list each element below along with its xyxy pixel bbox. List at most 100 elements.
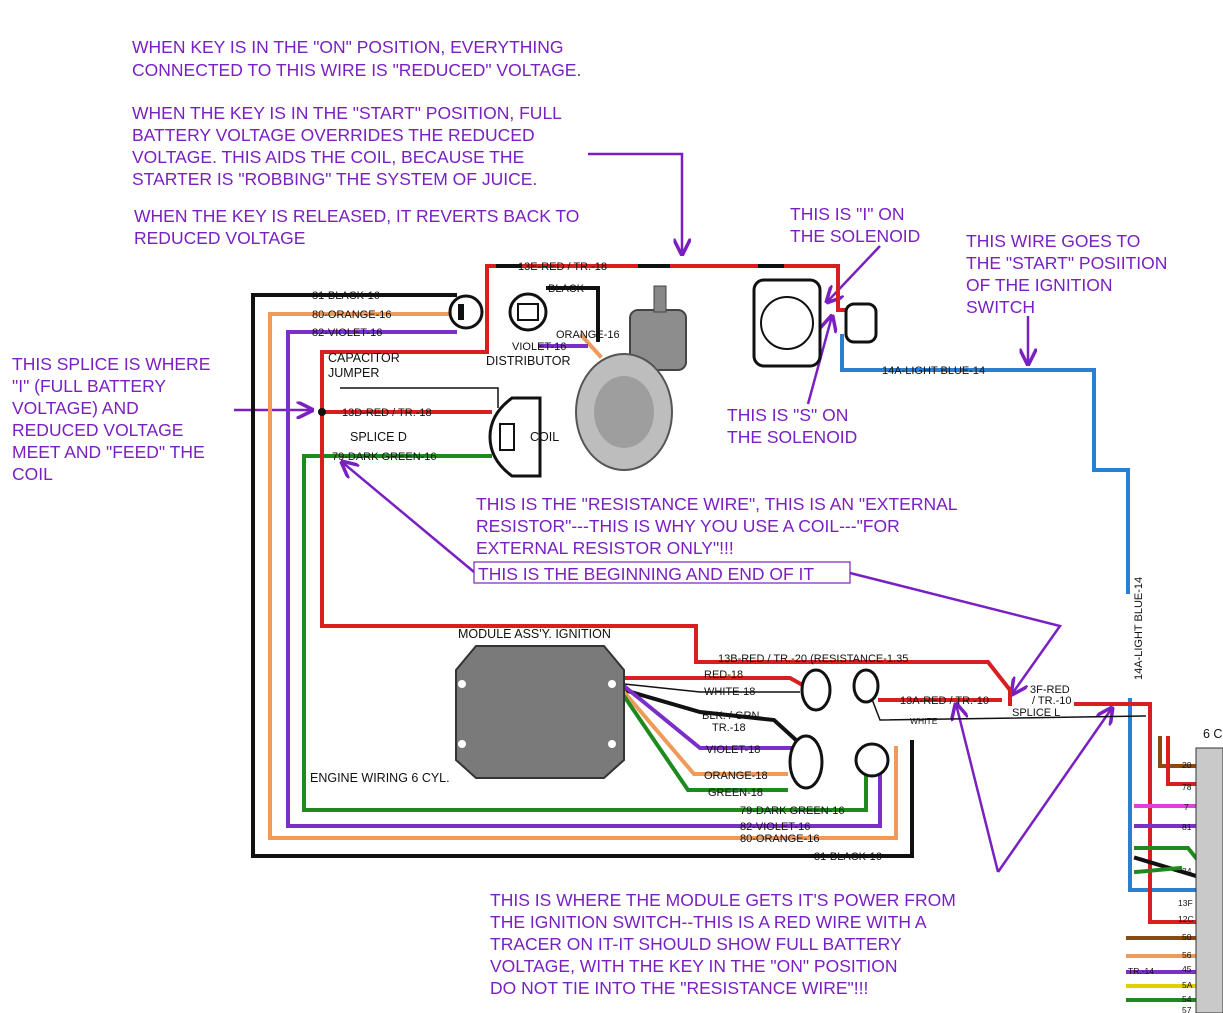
wire-green-18: [621, 693, 788, 792]
svg-text:THIS IS THE "RESISTANCE WIRE",: THIS IS THE "RESISTANCE WIRE", THIS IS A…: [476, 494, 958, 514]
wire-orange-18: [621, 689, 788, 776]
svg-text:VIOLET-16: VIOLET-16: [512, 341, 566, 353]
svg-text:THE SOLENOID: THE SOLENOID: [727, 427, 857, 447]
svg-text:ORANGE-18: ORANGE-18: [704, 770, 768, 782]
connector-pin-labels: 6 C 20 78 7 81 34 13F 12C 50 56 TR.-14 4…: [1128, 727, 1222, 1013]
svg-text:82-VIOLET-16: 82-VIOLET-16: [740, 821, 810, 833]
svg-text:56: 56: [1182, 950, 1192, 960]
svg-text:6 C: 6 C: [1203, 727, 1222, 741]
svg-text:OF THE IGNITION: OF THE IGNITION: [966, 275, 1113, 295]
svg-text:81: 81: [1182, 822, 1192, 832]
svg-text:WHITE: WHITE: [910, 716, 938, 726]
svg-text:14A-LIGHT BLUE-14: 14A-LIGHT BLUE-14: [1133, 577, 1145, 680]
svg-text:12C: 12C: [1178, 914, 1194, 924]
connector-plug-top: [448, 294, 484, 330]
svg-text:THIS IS WHERE THE MODULE GETS: THIS IS WHERE THE MODULE GETS IT'S POWER…: [490, 890, 956, 910]
svg-text:THE SOLENOID: THE SOLENOID: [790, 226, 920, 246]
annotation-arrows: [234, 152, 1112, 873]
wire-14a-light-blue: [840, 334, 1130, 594]
svg-text:VOLTAGE. THIS AIDS THE COIL, B: VOLTAGE. THIS AIDS THE COIL, BECAUSE THE: [132, 147, 524, 167]
svg-text:80-ORANGE-16: 80-ORANGE-16: [740, 833, 819, 845]
wire-14a-lower: [1128, 698, 1198, 892]
svg-text:VOLTAGE, WITH THE KEY IN THE ": VOLTAGE, WITH THE KEY IN THE "ON" POSITI…: [490, 956, 898, 976]
svg-text:13F: 13F: [1178, 898, 1193, 908]
component-labels: CAPACITOR JUMPER DISTRIBUTOR COIL SPLICE…: [310, 351, 1060, 785]
svg-text:78: 78: [1182, 782, 1192, 792]
note-module-power: THIS IS WHERE THE MODULE GETS IT'S POWER…: [490, 890, 956, 998]
svg-text:THIS WIRE GOES TO: THIS WIRE GOES TO: [966, 231, 1140, 251]
svg-text:JUMPER: JUMPER: [328, 366, 379, 380]
arrow-to-resistance-end: [849, 571, 1063, 694]
wire-3f-red: [1074, 702, 1198, 924]
svg-text:79-DARK GREEN-16: 79-DARK GREEN-16: [332, 451, 437, 463]
svg-text:3F-RED: 3F-RED: [1030, 684, 1070, 696]
note-key-on: WHEN KEY IS IN THE "ON" POSITION, EVERYT…: [132, 37, 581, 80]
svg-text:VIOLET-18: VIOLET-18: [706, 744, 760, 756]
svg-text:54: 54: [1182, 994, 1192, 1004]
starter-solenoid: [752, 278, 878, 368]
svg-text:13D-RED / TR.-18: 13D-RED / TR.-18: [342, 407, 432, 419]
svg-text:TRACER ON IT-IT SHOULD SHOW FU: TRACER ON IT-IT SHOULD SHOW FULL BATTERY: [490, 934, 902, 954]
wire-81-black: [251, 293, 914, 858]
note-s-solenoid: THIS IS "S" ON THE SOLENOID: [727, 405, 857, 447]
svg-text:COIL: COIL: [12, 464, 53, 484]
module-connector-2: [852, 668, 880, 704]
svg-text:7: 7: [1184, 802, 1189, 812]
svg-text:THE "START" POSIITION: THE "START" POSIITION: [966, 253, 1167, 273]
note-key-start: WHEN THE KEY IS IN THE "START" POSITION,…: [132, 103, 562, 189]
svg-text:34: 34: [1182, 866, 1192, 876]
splice-d-dot: [318, 408, 326, 416]
svg-text:VOLTAGE) AND: VOLTAGE) AND: [12, 398, 139, 418]
arrow-to-resistance-start: [342, 462, 475, 573]
svg-text:20: 20: [1182, 760, 1192, 770]
wire-capacitor-jumper: [340, 387, 499, 408]
svg-text:GREEN-18: GREEN-18: [708, 787, 763, 799]
svg-text:DISTRIBUTOR: DISTRIBUTOR: [486, 354, 571, 368]
svg-text:THIS IS "S" ON: THIS IS "S" ON: [727, 405, 848, 425]
svg-text:SPLICE D: SPLICE D: [350, 430, 407, 444]
arrow-to-i-terminal: [827, 245, 881, 302]
svg-text:5A: 5A: [1182, 980, 1193, 990]
wire-82-violet: [286, 330, 882, 828]
ignition-coil: [488, 396, 542, 478]
svg-text:WHITE-18: WHITE-18: [704, 686, 755, 698]
note-key-released: WHEN THE KEY IS RELEASED, IT REVERTS BAC…: [134, 206, 579, 248]
svg-text:RESISTOR"---THIS IS WHY YOU US: RESISTOR"---THIS IS WHY YOU USE A COIL--…: [476, 516, 900, 536]
svg-text:STARTER IS "ROBBING" THE SYSTE: STARTER IS "ROBBING" THE SYSTEM OF JUICE…: [132, 169, 537, 189]
wire-13b-red-resistance: [320, 350, 1012, 706]
svg-text:79-DARK GREEN-16: 79-DARK GREEN-16: [740, 805, 845, 817]
svg-text:MEET AND "FEED" THE: MEET AND "FEED" THE: [12, 442, 205, 462]
note-start-wire: THIS WIRE GOES TO THE "START" POSIITION …: [966, 231, 1167, 317]
wire-80-orange: [268, 312, 898, 840]
ignition-module: [455, 645, 625, 779]
svg-text:81-BLACK-16: 81-BLACK-16: [312, 290, 380, 302]
distributor: [575, 285, 687, 471]
wire-violet-18: [621, 683, 792, 750]
wire-labels: 13E-RED / TR.-18 81-BLACK-16 80-ORANGE-1…: [312, 261, 1145, 863]
svg-text:EXTERNAL RESISTOR ONLY"!!!: EXTERNAL RESISTOR ONLY"!!!: [476, 538, 734, 558]
svg-text:50: 50: [1182, 932, 1192, 942]
bulkhead-connector: [1195, 747, 1223, 1013]
svg-text:"I" (FULL BATTERY: "I" (FULL BATTERY: [12, 376, 166, 396]
svg-text:MODULE ASS'Y. IGNITION: MODULE ASS'Y. IGNITION: [458, 627, 611, 641]
svg-text:ENGINE WIRING 6 CYL.: ENGINE WIRING 6 CYL.: [310, 771, 450, 785]
svg-text:TR.-14: TR.-14: [1128, 966, 1154, 976]
svg-text:DO NOT TIE INTO THE "RESISTANC: DO NOT TIE INTO THE "RESISTANCE WIRE"!!!: [490, 978, 868, 998]
note-beginning-end: THIS IS THE BEGINNING AND END OF IT: [478, 564, 814, 584]
svg-text:REDUCED VOLTAGE: REDUCED VOLTAGE: [12, 420, 183, 440]
svg-text:COIL: COIL: [530, 430, 559, 444]
svg-text:82-VIOLET-16: 82-VIOLET-16: [312, 327, 382, 339]
svg-text:13E-RED / TR.-18: 13E-RED / TR.-18: [518, 261, 607, 273]
svg-text:TR.-18: TR.-18: [712, 722, 746, 734]
svg-text:BATTERY VOLTAGE OVERRIDES THE: BATTERY VOLTAGE OVERRIDES THE REDUCED: [132, 125, 535, 145]
distributor-connector: [508, 292, 548, 332]
svg-text:REDUCED VOLTAGE: REDUCED VOLTAGE: [134, 228, 305, 248]
wire-blk-grn: [621, 687, 799, 743]
wire-white: [869, 693, 1147, 721]
svg-text:WHEN THE KEY IS IN THE "START": WHEN THE KEY IS IN THE "START" POSITION,…: [132, 103, 562, 123]
wire-distributor-black: [546, 286, 600, 342]
arrow-to-13a: [956, 704, 1000, 873]
svg-text:BLK. / GRN.: BLK. / GRN.: [702, 710, 763, 722]
svg-text:14A-LIGHT BLUE-14: 14A-LIGHT BLUE-14: [882, 365, 985, 377]
svg-text:ORANGE-16: ORANGE-16: [556, 329, 620, 341]
